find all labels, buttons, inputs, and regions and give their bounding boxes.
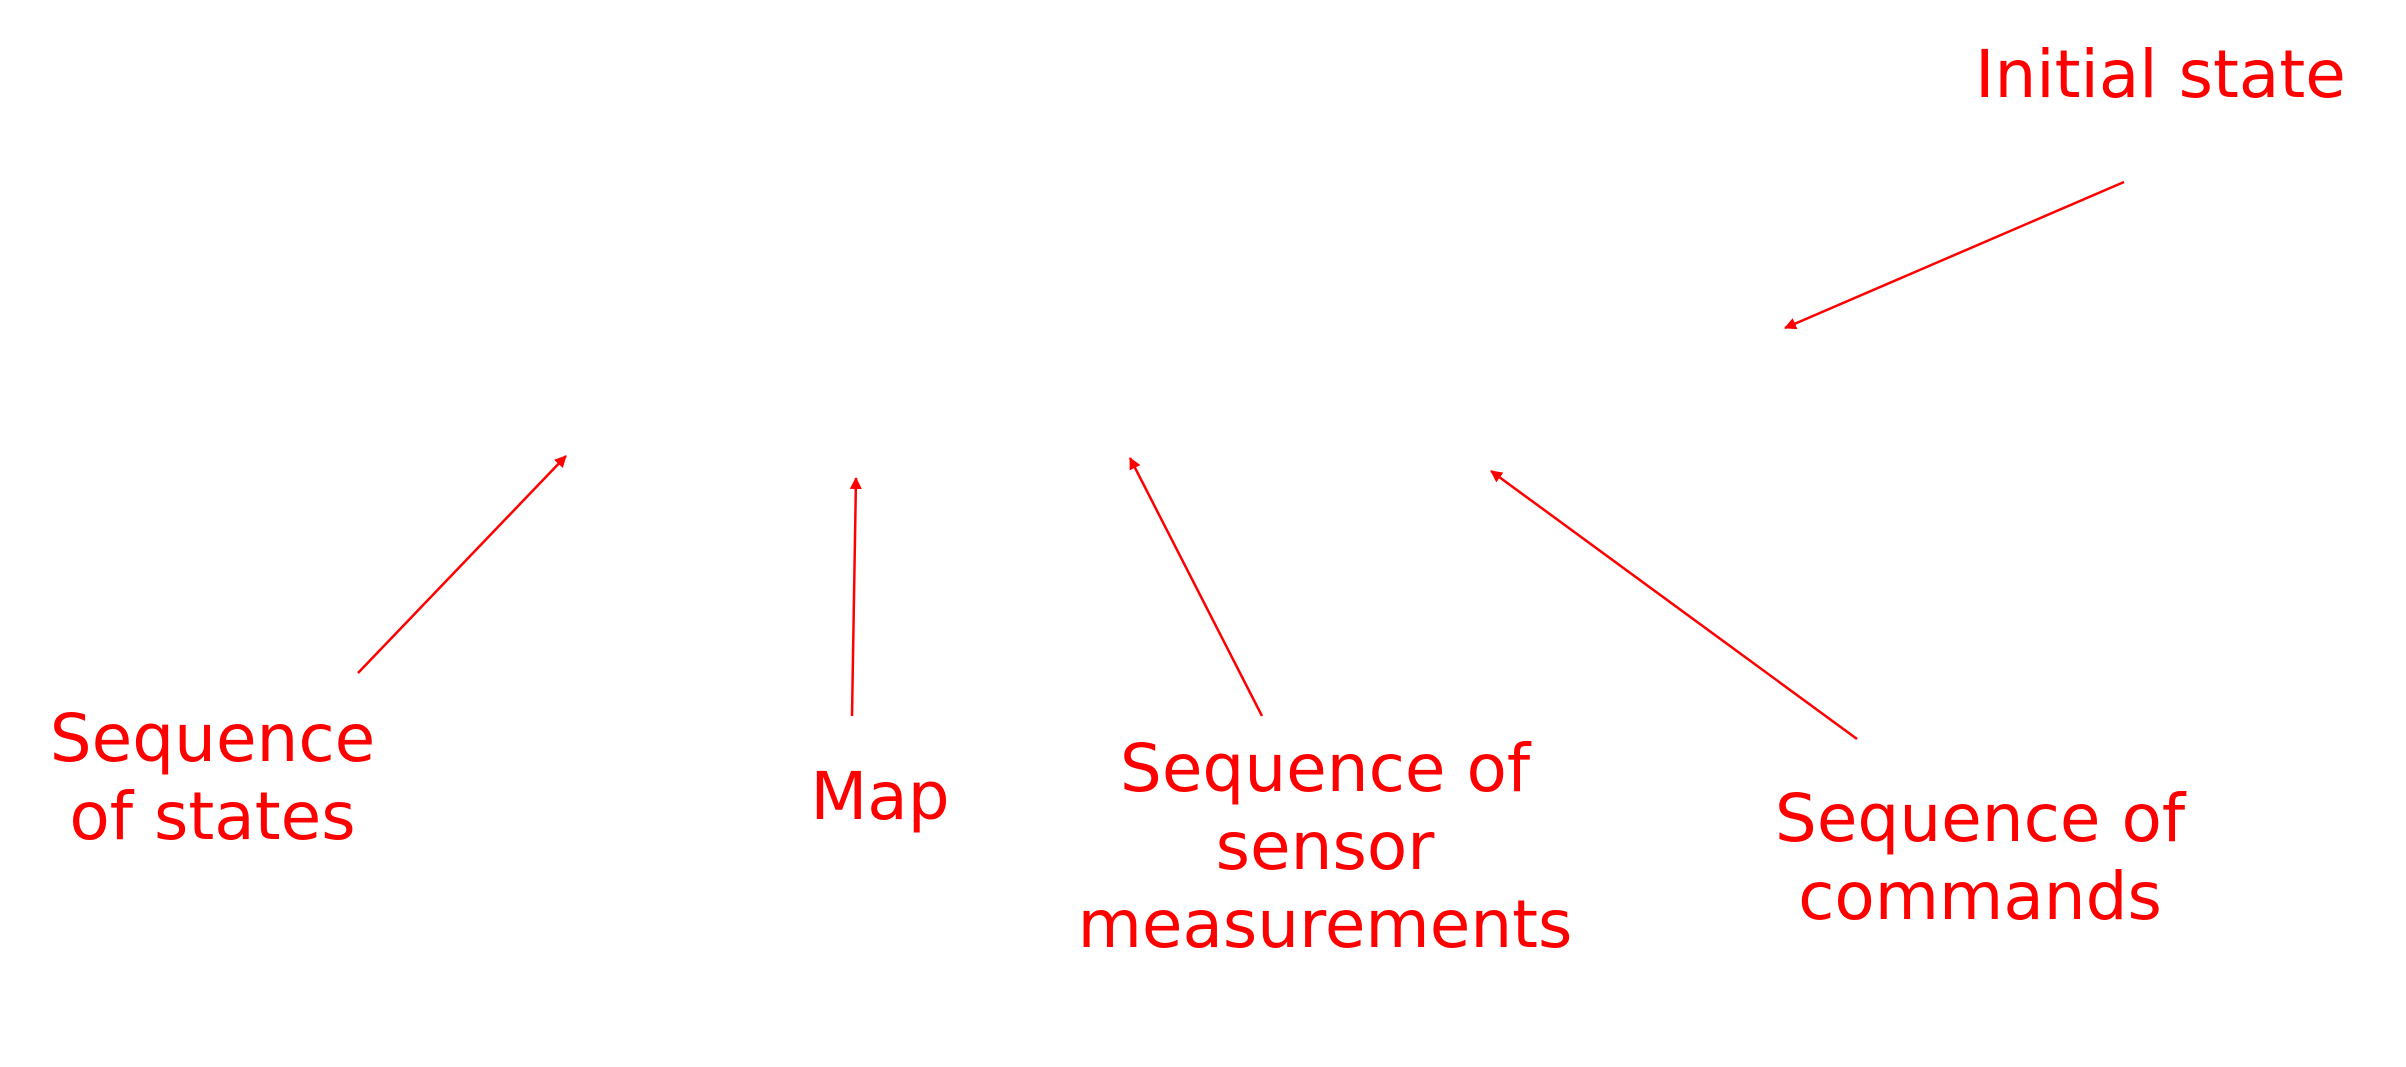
label-line: Map xyxy=(810,758,950,835)
arrow-map xyxy=(849,477,862,717)
label-sequence-of-states: Sequence of states xyxy=(25,700,400,856)
label-line: of states xyxy=(69,777,356,855)
arrow-sequence-of-commands xyxy=(1490,469,1858,741)
label-sequence-of-sensor-measurements: Sequence of sensor measurements xyxy=(1055,730,1595,964)
label-line: Sequence xyxy=(49,700,376,777)
label-line: Sequence of xyxy=(1774,780,2186,857)
label-line: commands xyxy=(1798,857,2162,935)
label-initial-state: Initial state xyxy=(1975,36,2395,114)
arrow-sequence-of-states xyxy=(357,455,567,674)
label-line: measurements xyxy=(1077,885,1573,963)
label-line: Sequence of xyxy=(1119,730,1531,807)
label-line: sensor xyxy=(1215,807,1435,885)
arrow-initial-state xyxy=(1784,180,2125,330)
label-line: Initial state xyxy=(1975,36,2346,113)
label-map: Map xyxy=(780,758,980,836)
arrow-sequence-of-sensor-measurements xyxy=(1128,457,1264,717)
label-sequence-of-commands: Sequence of commands xyxy=(1740,780,2220,936)
